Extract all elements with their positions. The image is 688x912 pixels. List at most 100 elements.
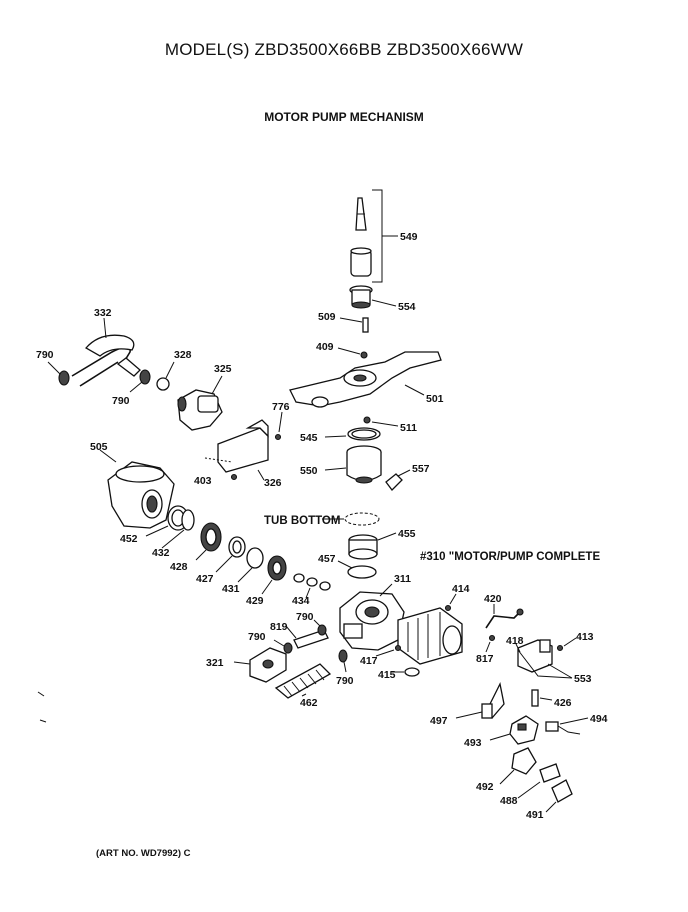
label-431: 431	[222, 583, 240, 595]
part-310-motor	[397, 607, 463, 665]
label-550: 550	[300, 465, 318, 477]
label-417: 417	[360, 655, 378, 667]
label-427: 427	[196, 573, 214, 585]
label-493: 493	[464, 737, 482, 749]
label-462: 462	[300, 697, 318, 709]
label-426: 426	[554, 697, 572, 709]
label-557: 557	[412, 463, 430, 475]
part-457-ring	[347, 565, 377, 579]
page-title: MODEL(S) ZBD3500X66BB ZBD3500X66WW	[164, 40, 524, 59]
label-415: 415	[378, 669, 396, 681]
label-790-e: 790	[336, 675, 354, 687]
part-414-screw	[444, 604, 452, 612]
label-790-a: 790	[36, 349, 54, 361]
part-428-impeller	[200, 522, 222, 552]
label-311: 311	[394, 573, 411, 585]
part-326-bracket	[217, 419, 269, 473]
part-557-clip	[385, 473, 403, 491]
part-426-pin	[531, 689, 539, 707]
label-429: 429	[246, 595, 264, 607]
part-509-screw	[362, 317, 369, 333]
part-311-pump-body	[339, 591, 405, 651]
part-491-clip	[551, 779, 573, 803]
label-452: 452	[120, 533, 138, 545]
label-491: 491	[526, 809, 544, 821]
part-455-seal	[348, 534, 378, 560]
art-number: (ART NO. WD7992) C	[96, 848, 191, 859]
part-492-cover	[511, 747, 537, 775]
edge-tick-marks	[37, 691, 47, 723]
part-415-grommet	[404, 667, 420, 677]
label-494: 494	[590, 713, 608, 725]
label-511: 511	[400, 422, 417, 434]
part-431-ring	[246, 547, 264, 569]
label-790-b: 790	[112, 395, 130, 407]
bracket-549	[372, 189, 383, 283]
label-488: 488	[500, 795, 518, 807]
part-328-ring	[156, 377, 170, 391]
label-321: 321	[206, 657, 224, 669]
tub-bottom-label: TUB BOTTOM	[264, 515, 340, 527]
part-332-hose	[71, 334, 141, 387]
label-549: 549	[400, 231, 418, 243]
part-505-pump-housing	[107, 461, 175, 529]
label-790-d: 790	[248, 631, 266, 643]
part-790-clamp-a	[58, 370, 70, 386]
label-790-c: 790	[296, 611, 314, 623]
label-457: 457	[318, 553, 336, 565]
label-414: 414	[452, 583, 470, 595]
label-545: 545	[300, 432, 318, 444]
part-434-seals	[293, 573, 331, 591]
part-550-housing	[346, 445, 382, 484]
label-553: 553	[574, 673, 592, 685]
part-790-clamp-b	[139, 369, 151, 385]
label-326: 326	[264, 477, 282, 489]
label-432: 432	[152, 547, 170, 559]
part-549-spray-tower	[350, 197, 372, 277]
part-420-wire	[485, 608, 524, 629]
part-554-nut	[349, 285, 373, 309]
label-418: 418	[506, 635, 524, 647]
part-776-screw	[274, 433, 282, 441]
label-403: 403	[194, 475, 212, 487]
leader-553	[517, 649, 573, 679]
motor-pump-complete-label: #310 "MOTOR/PUMP COMPLETE	[420, 551, 600, 563]
part-429-impeller	[267, 555, 287, 581]
label-554: 554	[398, 301, 416, 313]
part-462-drain-hose	[274, 663, 332, 699]
label-501: 501	[426, 393, 444, 405]
part-817-screw	[488, 634, 496, 642]
label-776: 776	[272, 401, 290, 413]
part-511-screw	[363, 416, 371, 424]
label-420: 420	[484, 593, 502, 605]
part-413-screw	[556, 644, 564, 652]
label-455: 455	[398, 528, 416, 540]
label-505: 505	[90, 441, 108, 453]
diagram-subtitle: MOTOR PUMP MECHANISM	[264, 110, 424, 124]
label-328: 328	[174, 349, 192, 361]
part-325-valve	[177, 389, 223, 431]
part-493-switch	[509, 715, 539, 745]
tub-bottom-outline	[344, 512, 380, 526]
label-428: 428	[170, 561, 188, 573]
part-501-lower-spray-arm	[289, 351, 442, 408]
part-790-clamp-c	[317, 624, 327, 636]
part-488-clip	[539, 763, 561, 783]
label-509: 509	[318, 311, 336, 323]
part-321-bracket	[249, 647, 287, 683]
part-417-screw	[394, 644, 402, 652]
label-413: 413	[576, 631, 594, 643]
label-332: 332	[94, 307, 112, 319]
part-418-switch-bracket	[517, 639, 553, 673]
part-497-actuator	[481, 682, 505, 719]
part-790-clamp-e	[338, 649, 348, 663]
part-790-clamp-d	[283, 642, 293, 654]
label-497: 497	[430, 715, 448, 727]
part-432-ring	[181, 509, 195, 531]
label-492: 492	[476, 781, 494, 793]
part-409-washer	[360, 351, 368, 359]
label-434: 434	[292, 595, 310, 607]
label-819: 819	[270, 621, 288, 633]
label-817: 817	[476, 653, 494, 665]
